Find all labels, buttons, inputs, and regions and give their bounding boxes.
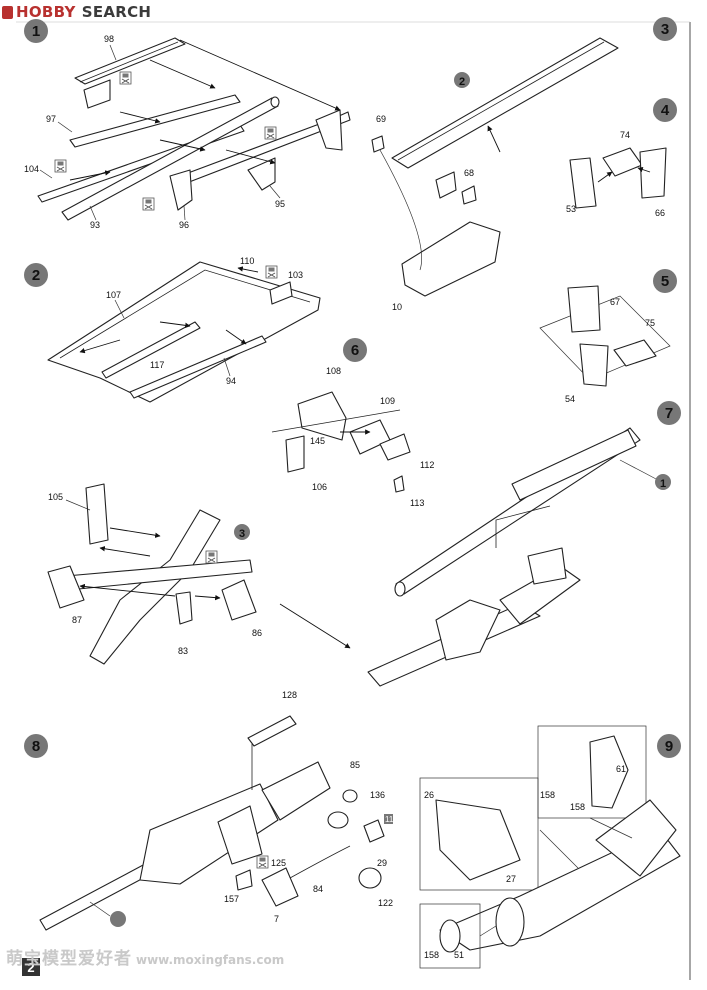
part-label: 29 — [377, 858, 387, 868]
step-6: 6 108 109 145 112 106 113 — [271, 338, 434, 508]
part-label: 103 — [288, 270, 303, 280]
part-label: 84 — [313, 884, 323, 894]
part-label: 117 — [150, 360, 164, 370]
site-header: HOBBY SEARCH — [2, 3, 152, 21]
step-number: 8 — [32, 738, 40, 755]
part-label: 27 — [506, 874, 516, 884]
part-label: 128 — [282, 690, 297, 700]
part-label: 7 — [274, 914, 279, 924]
step-number: 9 — [665, 738, 673, 755]
part-label: 68 — [464, 168, 474, 178]
part-label: 51 — [454, 950, 464, 960]
part-label: 110 — [240, 256, 254, 266]
part-label: 98 — [104, 34, 114, 44]
part-label: 87 — [72, 615, 82, 625]
part-label: 86 — [252, 628, 262, 638]
glue-icon — [205, 550, 218, 564]
step-number: 7 — [665, 405, 673, 422]
step-4: 4 74 53 66 — [566, 98, 677, 218]
part-label: 74 — [620, 130, 630, 140]
page-number: 2 — [22, 958, 40, 976]
glue-icon — [119, 71, 132, 85]
glue-icon — [142, 197, 155, 211]
glue-icon — [54, 159, 67, 173]
part-label: 106 — [312, 482, 327, 492]
step-number: 6 — [351, 342, 359, 359]
part-label: 83 — [178, 646, 188, 656]
part-label: 122 — [378, 898, 393, 908]
logo-text: HOBBY — [16, 3, 76, 21]
step-number: 5 — [661, 273, 669, 290]
part-label: 54 — [565, 394, 575, 404]
step-8: 8 119 128 85 136 125 29 157 84 122 — [24, 690, 398, 931]
part-label: 104 — [24, 164, 39, 174]
step-9: 9 61 158 158 26 27 158 51 — [419, 725, 681, 969]
glue-icon — [256, 855, 269, 869]
part-label: 108 — [326, 366, 341, 376]
part-label: 136 — [370, 790, 385, 800]
part-label: 61 — [616, 764, 626, 774]
step-number: 2 — [32, 267, 40, 284]
part-label: 94 — [226, 376, 236, 386]
part-label: 3 — [239, 528, 245, 540]
step-2: 2 107 117 94 110 103 — [24, 256, 321, 403]
part-label: 158 — [540, 790, 555, 800]
step-number: 1 — [32, 23, 40, 40]
logo-search: SEARCH — [81, 3, 152, 21]
part-label: 107 — [106, 290, 121, 300]
part-label: 95 — [275, 199, 285, 209]
watermark: 萌宝模型爱好者 www.moxingfans.com — [6, 944, 284, 969]
glue-icon — [264, 126, 277, 140]
part-label: 119 — [385, 815, 398, 824]
part-label: 157 — [224, 894, 239, 904]
part-label: 26 — [424, 790, 434, 800]
glue-icon — [265, 265, 278, 279]
watermark-cn: 萌宝模型爱好者 — [6, 949, 132, 969]
part-label: 158 — [424, 950, 439, 960]
step-number: 3 — [661, 21, 669, 38]
part-label: 125 — [271, 858, 286, 868]
logo-icon — [2, 5, 13, 19]
watermark-url: www.moxingfans.com — [136, 953, 285, 967]
part-label: 2 — [459, 76, 465, 88]
part-label: 10 — [392, 302, 402, 312]
step-3: 3 2 69 68 10 — [371, 17, 677, 312]
part-label: 113 — [410, 498, 424, 508]
part-label: 67 — [610, 297, 620, 307]
step-3-assembly: 3 105 87 83 86 — [47, 483, 351, 665]
step-7: 7 1 — [367, 401, 681, 687]
part-label: 109 — [380, 396, 395, 406]
part-label: 93 — [90, 220, 100, 230]
part-label: 158 — [570, 802, 585, 812]
part-label: 1 — [660, 478, 666, 490]
step-number: 4 — [661, 102, 670, 119]
part-label: 96 — [179, 220, 189, 230]
step-5: 5 67 75 54 — [539, 269, 677, 404]
part-label: 145 — [310, 436, 325, 446]
part-label: 85 — [350, 760, 360, 770]
svg-text:2: 2 — [27, 960, 34, 975]
part-label: 112 — [420, 460, 434, 470]
part-label: 66 — [655, 208, 665, 218]
step-1: 1 98 — [24, 19, 351, 230]
part-label: 53 — [566, 204, 576, 214]
part-label: 75 — [645, 318, 655, 328]
part-label: 97 — [46, 114, 56, 124]
part-label: 69 — [376, 114, 386, 124]
part-label: 105 — [48, 492, 63, 502]
